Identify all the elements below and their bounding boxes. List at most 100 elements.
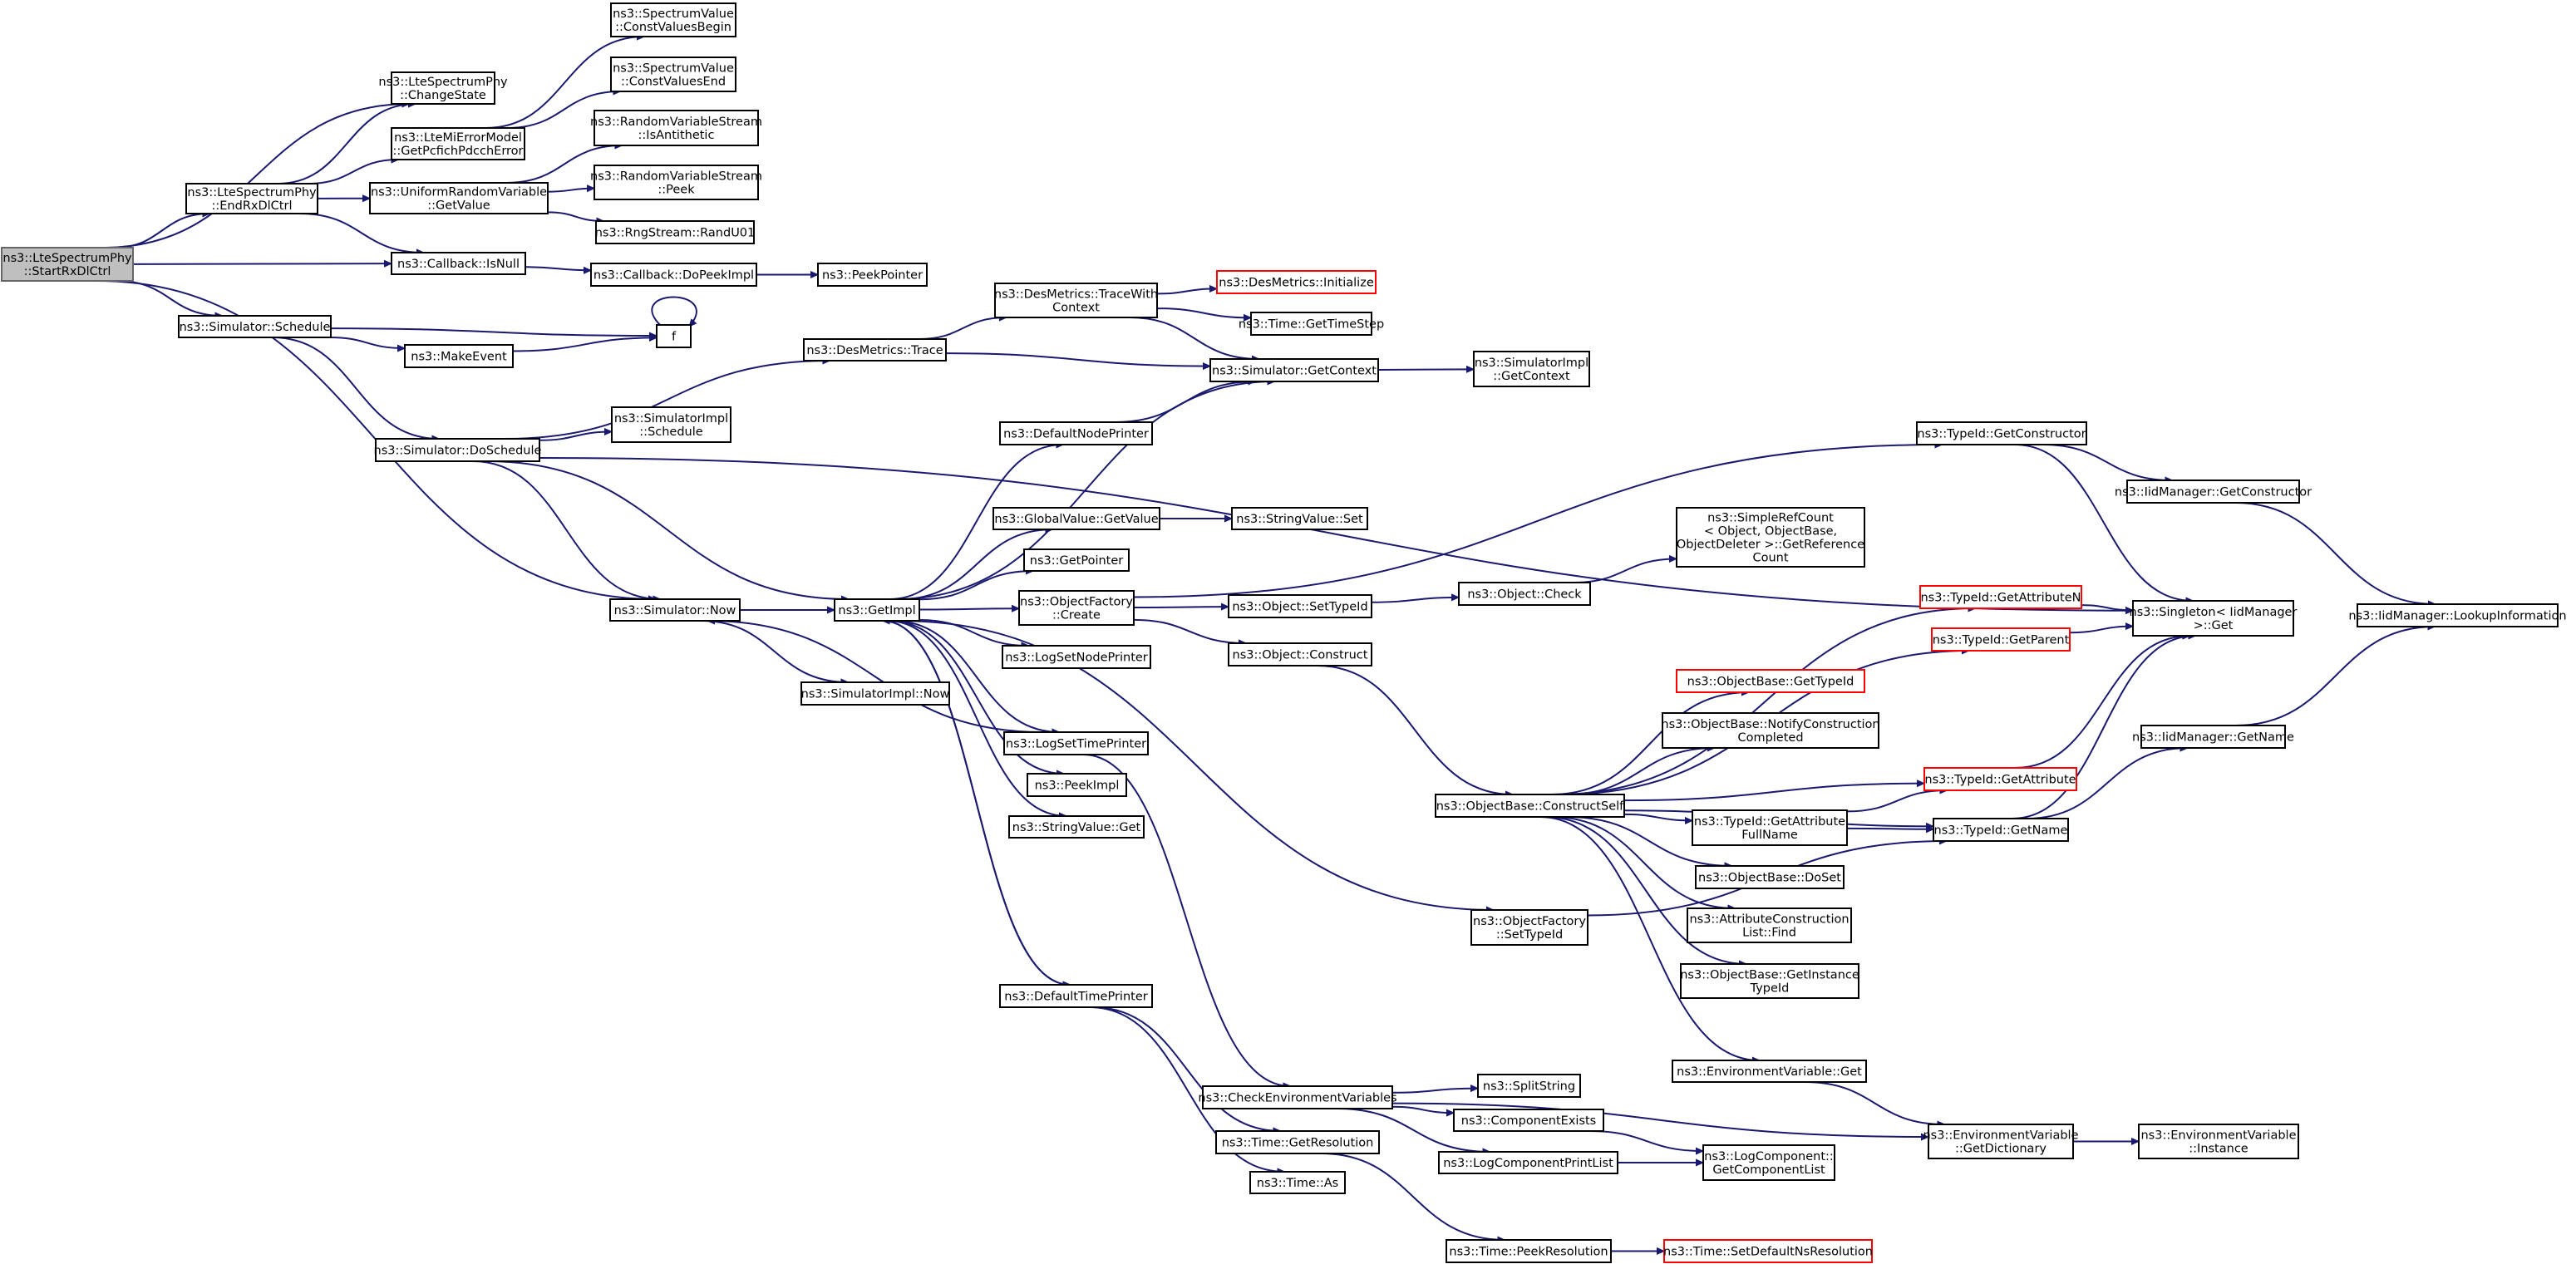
edge-startrxdlctrl-to-schedule [117,280,222,316]
node-f[interactable]: f [656,324,692,348]
node-checkenv[interactable]: ns3::CheckEnvironmentVariables [1198,1085,1397,1109]
edge-desmtracewc-to-simgetcontext [1129,317,1259,359]
node-envvarget[interactable]: ns3::EnvironmentVariable::Get [1672,1060,1867,1083]
node-envinstance[interactable]: ns3::EnvironmentVariable::Instance [2138,1124,2299,1159]
node-isantithetic[interactable]: ns3::RandomVariableStream::IsAntithetic [590,110,762,146]
node-lognodeprinter[interactable]: ns3::LogSetNodePrinter [1002,645,1151,669]
node-deftimeprinter[interactable]: ns3::DefaultTimePrinter [999,984,1153,1008]
edge-constructself-to-getinstancetypeid [1544,816,1746,964]
node-objsettypeid[interactable]: ns3::Object::SetTypeId [1228,594,1372,618]
node-getinstancetypeid_red[interactable]: ns3::ObjectBase::GetTypeId [1676,669,1865,693]
node-uniformgetvalue[interactable]: ns3::UniformRandomVariable::GetValue [369,182,549,214]
node-typeidgetname[interactable]: ns3::TypeId::GetName [1933,818,2069,842]
node-box [1680,963,1859,999]
node-iidlookup[interactable]: ns3::IidManager::LookupInformation [2348,603,2567,627]
node-notifyconstruct[interactable]: ns3::ObjectBase::NotifyConstructionCompl… [1661,712,1880,749]
node-objconstruct[interactable]: ns3::Object::Construct [1228,642,1372,666]
node-randu01[interactable]: ns3::RngStream::RandU01 [595,220,756,244]
node-splitstring[interactable]: ns3::SplitString [1477,1074,1581,1098]
node-doset[interactable]: ns3::ObjectBase::DoSet [1695,865,1845,889]
edge-typeidgetname-to-singletonget [2012,636,2196,819]
node-box [1928,1124,2074,1159]
node-isnull[interactable]: ns3::Callback::IsNull [391,252,526,275]
node-getattribute[interactable]: ns3::TypeId::GetAttribute [1923,767,2077,791]
node-objfactcreate[interactable]: ns3::ObjectFactory::Create [1018,590,1135,626]
edge-getimpl-to-peekimpl [889,620,1064,774]
node-peekpointer[interactable]: ns3::PeekPointer [817,263,928,287]
node-getimpl[interactable]: ns3::GetImpl [834,598,920,622]
node-simimplnow[interactable]: ns3::SimulatorImpl::Now [800,681,950,706]
node-cvend[interactable]: ns3::SpectrumValue::ConstValuesEnd [610,57,736,92]
node-timepeekres[interactable]: ns3::Time::PeekResolution [1446,1239,1612,1263]
node-schedule[interactable]: ns3::Simulator::Schedule [178,315,332,338]
node-label: ns3::LteMiErrorModel [394,131,522,145]
node-box [1228,594,1372,618]
node-setdefaultns[interactable]: ns3::Time::SetDefaultNsResolution [1663,1239,1873,1263]
node-objcheck[interactable]: ns3::Object::Check [1458,582,1591,606]
node-desmtrace[interactable]: ns3::DesMetrics::Trace [803,338,947,362]
edge-logtimeprinter-to-siminow [707,621,1042,733]
node-doschedule[interactable]: ns3::Simulator::DoSchedule [374,438,542,462]
node-endrxdlctrl[interactable]: ns3::LteSpectrumPhy::EndRxDlCtrl [185,183,318,214]
node-strvalset[interactable]: ns3::StringValue::Set [1231,507,1368,530]
edge-logtimeprinter-to-checkenv [1082,754,1291,1086]
node-box [1209,358,1379,382]
node-label: ns3::IidManager::GetConstructor [2115,486,2312,499]
node-cvbegin[interactable]: ns3::SpectrumValue::ConstValuesBegin [610,2,736,37]
node-simgetcontext[interactable]: ns3::Simulator::GetContext [1209,358,1379,382]
node-strvalget[interactable]: ns3::StringValue::Get [1008,815,1145,839]
node-timestep[interactable]: ns3::Time::GetTimeStep [1239,312,1384,336]
node-box [994,283,1158,318]
edge-startrxdlctrl-to-endrxdlctrl [114,214,209,248]
node-logtimeprinter[interactable]: ns3::LogSetTimePrinter [1003,731,1149,755]
node-box [1435,794,1625,818]
edge-constructself-to-getattributen [1554,608,1976,795]
node-box [1216,270,1377,294]
node-label: ns3::LteSpectrumPhy [2,252,132,265]
node-singletonget[interactable]: ns3::Singleton< IidManager >::Get [2130,600,2298,637]
edge-uniformgetvalue-to-isantithetic [506,145,622,184]
edge-endrxdlctrl-to-changestate [278,104,416,184]
node-iidgetctor[interactable]: ns3::IidManager::GetConstructor [2115,480,2312,504]
node-timegetres[interactable]: ns3::Time::GetResolution [1215,1130,1380,1154]
node-changestate[interactable]: ns3::LteSpectrumPhy::ChangeState [378,71,508,105]
node-peekimpl[interactable]: ns3::PeekImpl [1027,773,1127,797]
edge-objcheck-to-simplerefcount [1573,558,1677,583]
node-label: ::ConstValuesEnd [621,76,726,89]
node-simimplgetcontext[interactable]: ns3::SimulatorImpl::GetContext [1473,351,1590,387]
node-iidgetname[interactable]: ns3::IidManager::GetName [2132,725,2294,749]
edge-objfactcreate-to-objconstruct [1133,618,1246,643]
node-logcompgetlist[interactable]: ns3::LogComponent::GetComponentList [1702,1144,1835,1181]
node-desminit[interactable]: ns3::DesMetrics::Initialize [1216,270,1377,294]
node-box [1672,1060,1867,1083]
node-typeidgetctor[interactable]: ns3::TypeId::GetConstructor [1916,421,2087,445]
node-makeevent[interactable]: ns3::MakeEvent [404,344,514,368]
edge-getattrfullname-to-getattribute [1846,790,1947,813]
node-label: ns3::RngStream::RandU01 [595,227,756,240]
node-simplerefcount[interactable]: ns3::SimpleRefCount< Object, ObjectBase,… [1676,507,1865,568]
node-simimplschedule[interactable]: ns3::SimulatorImpl::Schedule [611,406,731,443]
edge-objsettypeid-to-objcheck [1371,598,1459,603]
node-logcompprintlist[interactable]: ns3::LogComponentPrintList [1438,1151,1618,1174]
edge-desmtracewc-to-timestep [1156,307,1251,317]
node-siminow[interactable]: ns3::Simulator::Now [609,598,741,622]
node-compexists[interactable]: ns3::ComponentExists [1453,1109,1604,1132]
node-objfactsettypeid[interactable]: ns3::ObjectFactory::SetTypeId [1470,909,1588,946]
node-gvgetvalue[interactable]: ns3::GlobalValue::GetValue [992,507,1160,530]
node-timeas[interactable]: ns3::Time::As [1249,1171,1346,1194]
node-defnodeprinter[interactable]: ns3::DefaultNodePrinter [999,421,1153,445]
node-getattributen[interactable]: ns3::TypeId::GetAttributeN [1919,585,2082,609]
node-dopeekimpl[interactable]: ns3::Callback::DoPeekImpl [590,263,757,287]
node-constructself[interactable]: ns3::ObjectBase::ConstructSelf [1435,794,1625,818]
node-box [1023,548,1130,572]
node-envgetdict[interactable]: ns3::EnvironmentVariable::GetDictionary [1923,1124,2079,1159]
node-getpcfich[interactable]: ns3::LteMiErrorModel::GetPcfichPdcchErro… [391,127,525,160]
node-box [1473,351,1590,387]
node-getpointer[interactable]: ns3::GetPointer [1023,548,1130,572]
node-getparent[interactable]: ns3::TypeId::GetParent [1931,627,2071,652]
node-rvspeek[interactable]: ns3::RandomVariableStream::Peek [590,165,762,200]
